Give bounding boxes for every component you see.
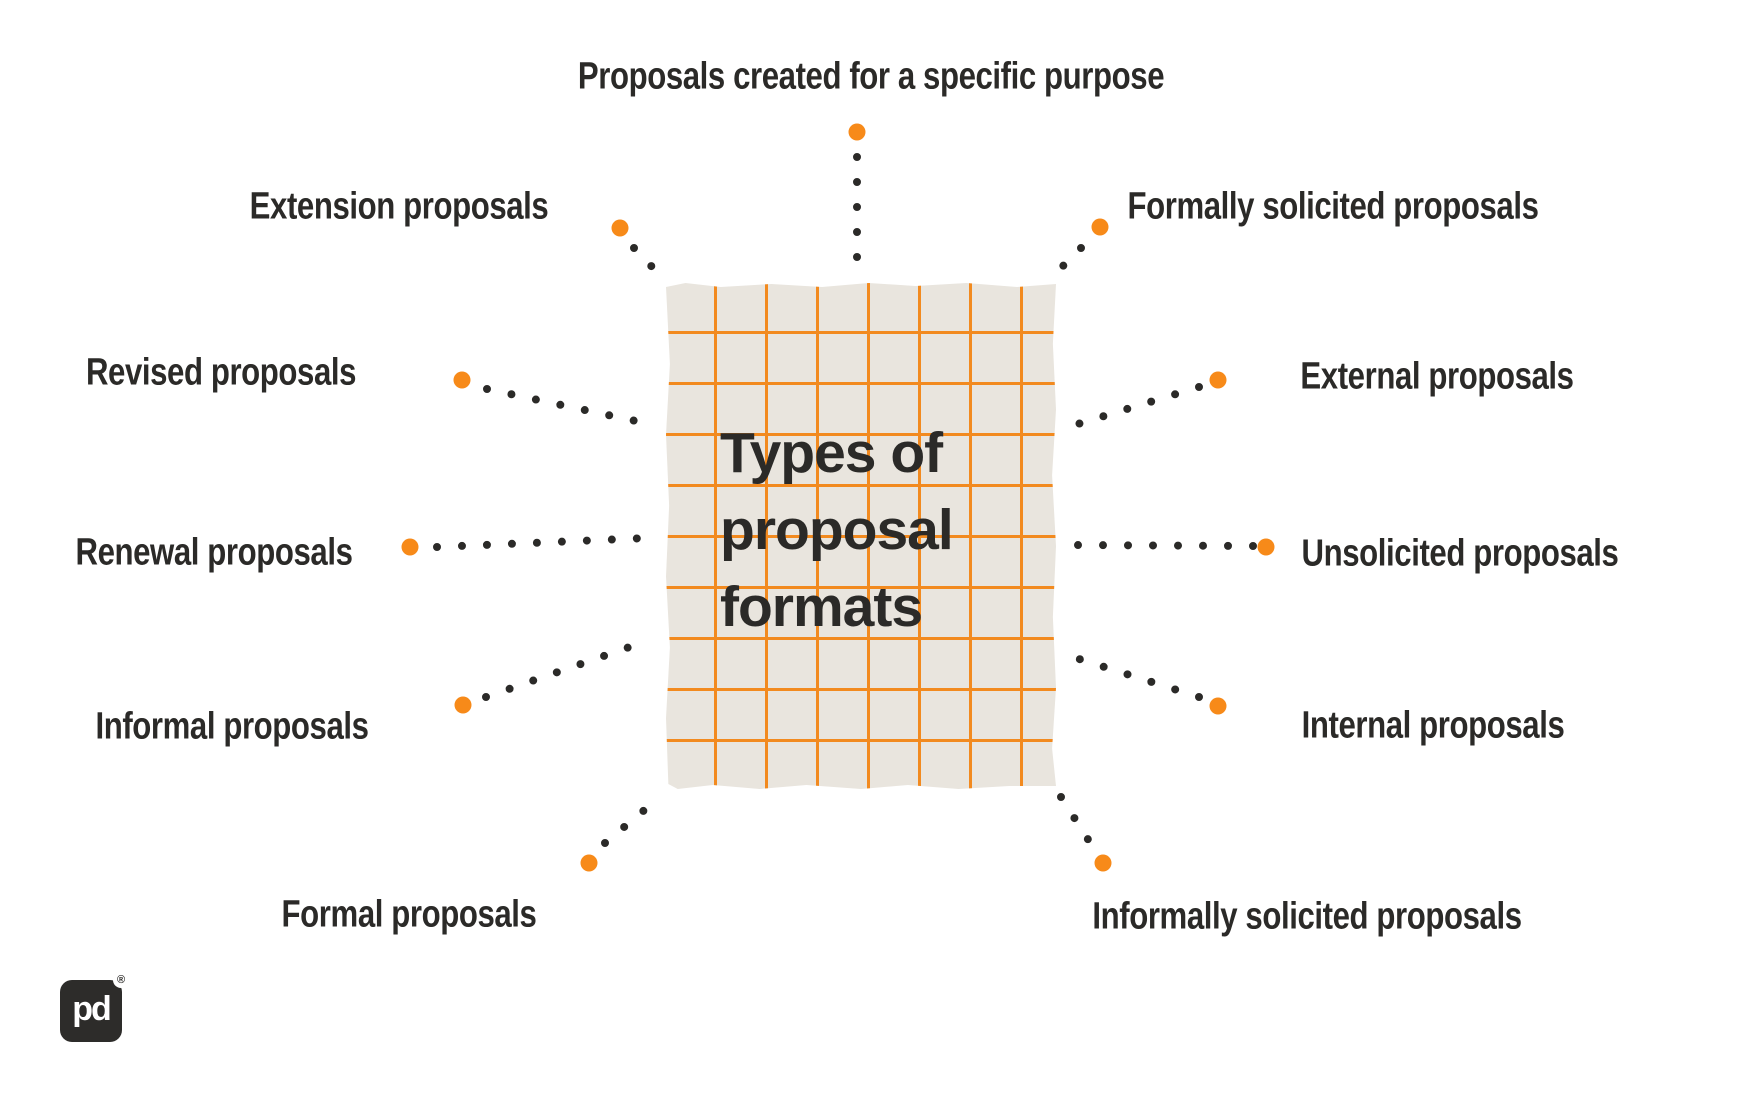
center-grid-panel [666, 283, 1056, 789]
dotted-line-renewal [433, 534, 652, 551]
dotted-line-formal [601, 793, 664, 847]
label-unsolicited-proposals-text: Unsolicited proposals [1301, 532, 1619, 575]
node-dot-informal [454, 696, 472, 714]
diagram-title-line-1: Types of [720, 421, 943, 485]
registered-trademark-icon: ® [113, 972, 129, 988]
node-dot-internal [1209, 697, 1227, 715]
dotted-line-internal [1072, 654, 1203, 701]
dotted-line-formally-solicited [1055, 244, 1085, 274]
label-formally-solicited-proposals: Formally solicited proposals [1082, 186, 1583, 229]
node-dot-unsolicited [1257, 538, 1275, 556]
label-revised-proposals-text: Revised proposals [85, 351, 357, 394]
dotted-line-external [1074, 383, 1203, 428]
node-dot-external [1209, 371, 1227, 389]
label-formal-proposals-text: Formal proposals [281, 893, 537, 936]
label-informally-solicited-proposals-text: Informally solicited proposals [1092, 895, 1522, 938]
label-renewal-proposals-text: Renewal proposals [75, 531, 353, 574]
label-informally-solicited-proposals: Informally solicited proposals [1045, 896, 1568, 939]
pandadoc-logo-mark: pd [72, 989, 112, 1028]
node-dot-revised [453, 371, 471, 389]
node-dot-extension [611, 219, 629, 237]
label-informal-proposals-text: Informal proposals [95, 705, 369, 748]
dotted-line-unsolicited [1066, 541, 1257, 550]
label-internal-proposals-text: Internal proposals [1301, 704, 1565, 747]
pandadoc-logo: pd ® [60, 972, 129, 1042]
node-dot-formal [580, 854, 598, 872]
label-revised-proposals: Revised proposals [56, 352, 385, 395]
label-formally-solicited-proposals-text: Formally solicited proposals [1127, 185, 1539, 228]
dotted-line-informal [482, 638, 648, 701]
label-proposals-specific-purpose-text: Proposals created for a specific purpose [577, 55, 1165, 98]
dotted-line-informally-solicited [1057, 793, 1093, 845]
label-internal-proposals: Internal proposals [1273, 705, 1593, 748]
label-proposals-specific-purpose: Proposals created for a specific purpose [514, 56, 1229, 99]
diagram-title: Types of proposal formats [720, 415, 954, 646]
diagram-title-line-2: proposal [720, 498, 954, 562]
node-dot-renewal [401, 538, 419, 556]
dotted-line-revised [483, 385, 649, 427]
diagram-title-line-3: formats [720, 575, 923, 639]
label-external-proposals: External proposals [1270, 356, 1603, 399]
label-informal-proposals: Informal proposals [65, 706, 398, 749]
label-formal-proposals: Formal proposals [254, 894, 565, 937]
node-dot-top [848, 123, 866, 141]
label-unsolicited-proposals: Unsolicited proposals [1267, 533, 1653, 576]
label-extension-proposals: Extension proposals [217, 186, 581, 229]
dotted-line-extension [630, 244, 660, 275]
node-dot-informally-solicited [1094, 854, 1112, 872]
node-dot-formally-solicited [1091, 218, 1109, 236]
label-external-proposals-text: External proposals [1300, 355, 1574, 398]
label-extension-proposals-text: Extension proposals [249, 185, 549, 228]
label-renewal-proposals: Renewal proposals [45, 532, 383, 575]
